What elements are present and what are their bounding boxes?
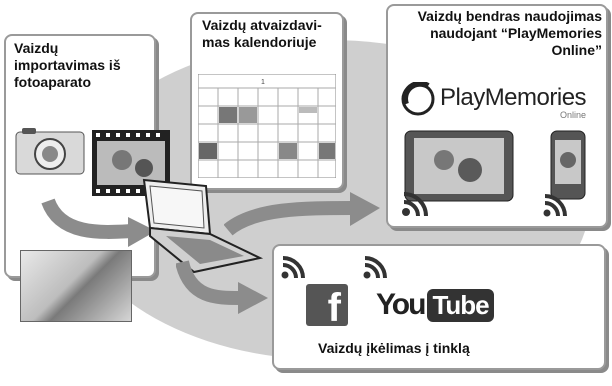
phone-icon xyxy=(550,130,586,200)
laptop-icon xyxy=(136,178,266,274)
youtube-you-text: You xyxy=(376,288,426,321)
wifi-icon-facebook xyxy=(280,250,310,285)
playmemories-logo-sub: Online xyxy=(560,110,587,120)
import-panel-title: Vaizdų importavimas iš fotoaparato xyxy=(14,40,121,90)
wifi-icon-youtube xyxy=(362,250,392,285)
import-arrow xyxy=(41,198,156,247)
upload-panel-title: Vaizdų įkėlimas į tinklą xyxy=(318,340,470,356)
wifi-icon-phone xyxy=(542,188,572,223)
youtube-tube-text: Tube xyxy=(427,288,494,322)
facebook-icon: f xyxy=(306,284,348,330)
share-arrow xyxy=(224,192,380,236)
playmemories-logo-icon xyxy=(398,80,438,116)
calendar-panel-title: Vaizdų atvaizdavi- mas kalendoriuje xyxy=(202,17,322,50)
kids-photo xyxy=(20,250,132,322)
tablet-icon xyxy=(404,130,514,202)
wifi-icon-tablet xyxy=(400,184,434,223)
calendar-month-label: 1 xyxy=(261,79,265,86)
playmemories-logo-text: PlayMemories xyxy=(440,84,587,111)
facebook-glyph: f xyxy=(327,286,341,330)
camera-icon xyxy=(14,128,86,176)
share-panel-title: Vaizdų bendras naudojimas naudojant “Pla… xyxy=(417,8,602,58)
calendar-grid: 1 xyxy=(197,73,337,179)
upload-arrow xyxy=(176,260,268,314)
